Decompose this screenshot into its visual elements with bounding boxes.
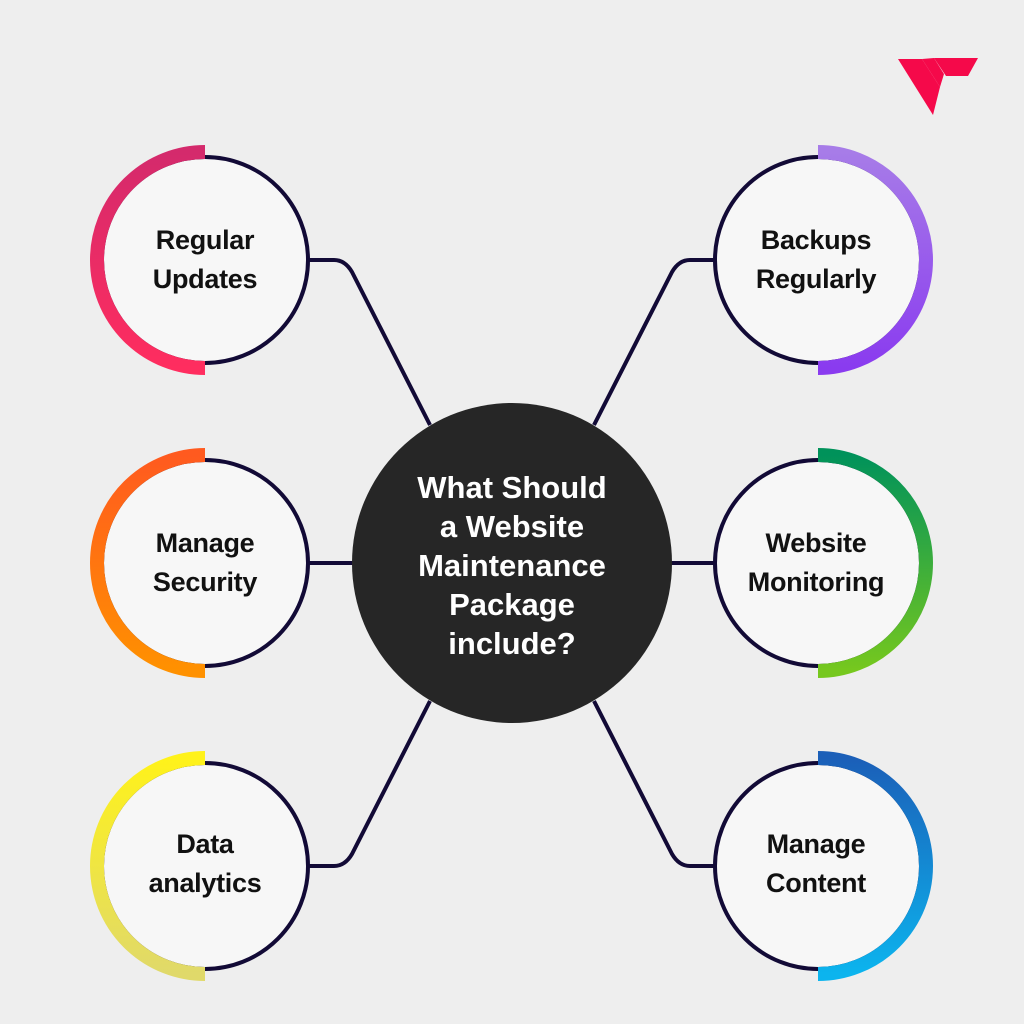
connector-regular-updates [308, 258, 432, 426]
center-line: Package [449, 587, 575, 622]
label-line: Regularly [755, 264, 877, 294]
label-line: Security [152, 567, 258, 597]
connector-lines [308, 258, 716, 868]
label-line: Updates [152, 264, 258, 294]
label-line: Website [765, 528, 867, 558]
label-line: Manage [155, 528, 255, 558]
node-website-monitoring [713, 448, 933, 678]
center-circle [352, 403, 672, 723]
label-line: Manage [766, 829, 866, 859]
label-line: Data [176, 829, 234, 859]
connector-data-analytics [308, 700, 432, 868]
node-manage-security [90, 448, 310, 678]
center-line: a Website [439, 509, 585, 544]
label-line: analytics [148, 868, 262, 898]
node-regular-updates [90, 145, 310, 375]
label-data-analytics: Data analytics [105, 825, 305, 903]
label-line: Content [766, 868, 866, 898]
brand-v-logo-icon [898, 58, 978, 115]
label-manage-content: Manage Content [716, 825, 916, 903]
node-backups-regularly [713, 145, 933, 375]
label-line: Backups [760, 225, 872, 255]
node-data-analytics [90, 751, 310, 981]
node-manage-content [713, 751, 933, 981]
label-regular-updates: Regular Updates [105, 221, 305, 299]
label-manage-security: Manage Security [105, 524, 305, 602]
center-line: include? [448, 626, 576, 661]
label-line: Regular [155, 225, 255, 255]
center-line: What Should [417, 470, 607, 505]
label-backups-regularly: Backups Regularly [716, 221, 916, 299]
center-line: Maintenance [418, 548, 606, 583]
connector-backups-regularly [592, 258, 716, 426]
center-title: What Should a Website Maintenance Packag… [362, 468, 662, 663]
label-line: Monitoring [747, 567, 885, 597]
connector-manage-content [592, 700, 716, 868]
label-website-monitoring: Website Monitoring [716, 524, 916, 602]
